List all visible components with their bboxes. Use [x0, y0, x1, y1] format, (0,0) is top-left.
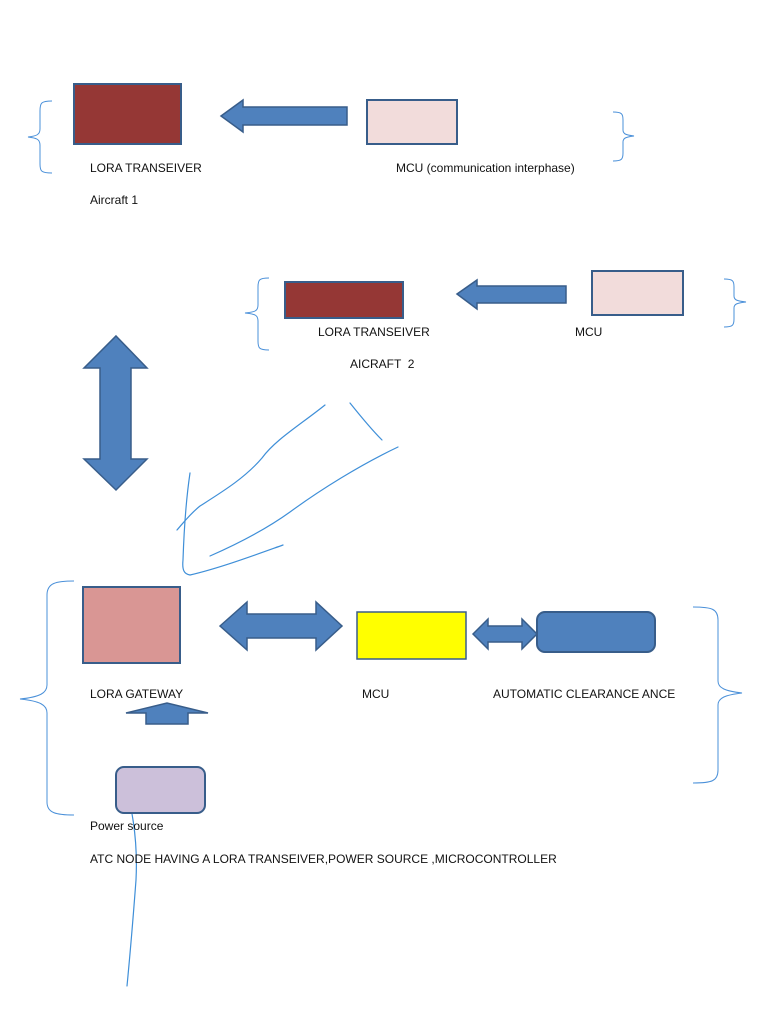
aircraft1-transceiver-label: LORA TRANSEIVER: [90, 161, 202, 175]
atc-bracket-right: [692, 606, 743, 784]
power-source-block: [115, 766, 206, 814]
automatic-clearance-label: AUTOMATIC CLEARANCE ANCE: [493, 687, 676, 701]
power-source-label: Power source: [90, 819, 164, 833]
automatic-clearance-block: [536, 611, 656, 653]
lora-gateway-block: [82, 586, 181, 664]
aircraft2-bracket-right: [723, 278, 747, 328]
aircraft1-bracket-left: [27, 100, 53, 174]
aircraft2-arrow-left: [455, 278, 567, 311]
mcu-clearance-double-arrow: [471, 617, 539, 651]
aircraft2-mcu-label: MCU: [575, 325, 603, 339]
aircraft1-mcu-label: MCU (communication interphase): [396, 161, 575, 175]
aircraft1-name-label: Aircraft 1: [90, 193, 139, 207]
gateway-mcu-double-arrow: [218, 600, 344, 652]
aircraft2-name-label: AICRAFT 2: [350, 357, 415, 371]
power-up-arrow: [125, 702, 209, 725]
air-ground-double-arrow: [82, 334, 149, 492]
aircraft1-transceiver-block: [73, 83, 182, 145]
aircraft2-transceiver-label: LORA TRANSEIVER: [318, 325, 430, 339]
atc-mcu-label: MCU: [362, 687, 390, 701]
aircraft2-bracket-left: [244, 277, 270, 351]
aircraft2-mcu-block: [591, 270, 684, 316]
lora-gateway-label: LORA GATEWAY: [90, 687, 184, 701]
aircraft1-bracket-right: [612, 111, 635, 162]
atc-caption: ATC NODE HAVING A LORA TRANSEIVER,POWER …: [90, 852, 557, 866]
aircraft1-mcu-block: [366, 99, 458, 145]
aircraft2-transceiver-block: [284, 281, 404, 319]
atc-bracket-left: [19, 580, 75, 816]
atc-mcu-block: [356, 611, 467, 660]
aircraft1-arrow-left: [219, 98, 348, 134]
